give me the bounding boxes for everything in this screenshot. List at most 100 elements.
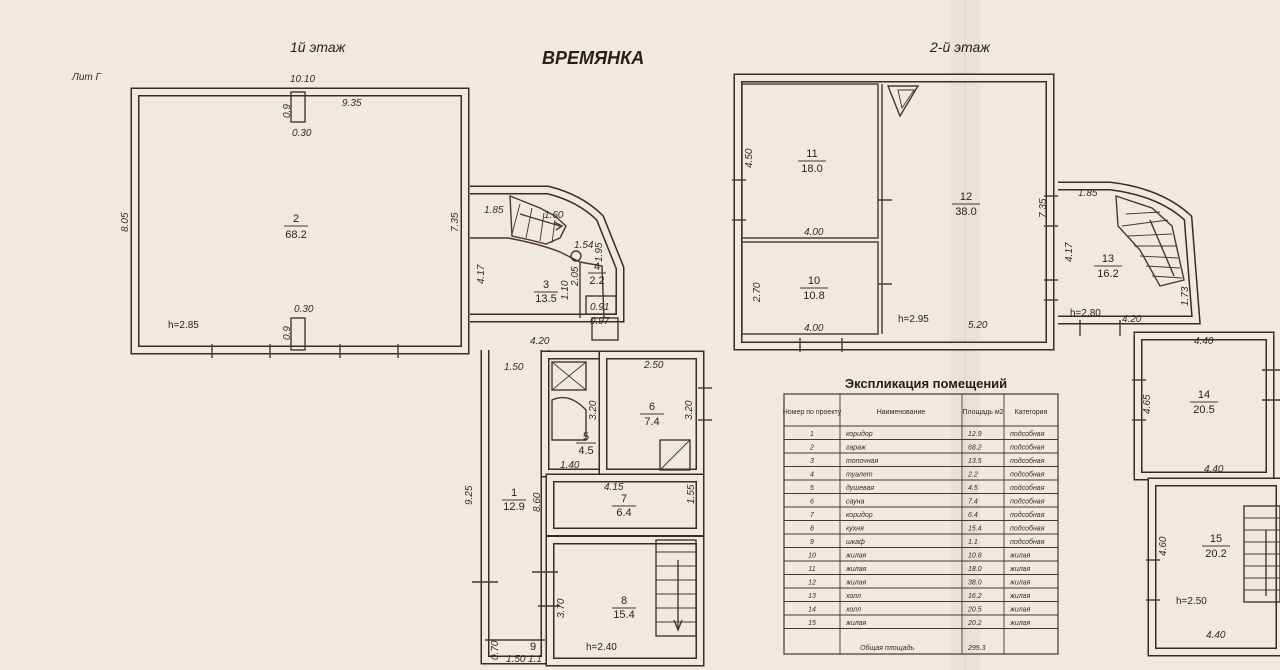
- dim-bath-w: 1.40: [560, 460, 580, 471]
- total-value: 295.3: [967, 645, 986, 652]
- height-room13: h=2.80: [1070, 308, 1101, 319]
- table-cell: подсобная: [1010, 444, 1045, 452]
- table-cell: подсобная: [1010, 457, 1045, 465]
- height-room12: h=2.95: [898, 314, 929, 325]
- floor2-dimensions: 4.50 4.00 2.70 4.00 7.35 5.20 h=2.95 1.8…: [744, 148, 1226, 641]
- dim-r15-w: 4.40: [1206, 630, 1226, 641]
- dim-c4-c: 2.05: [570, 266, 581, 287]
- svg-text:12: 12: [960, 191, 972, 203]
- svg-text:68.2: 68.2: [285, 229, 306, 241]
- room-13-label: 13 16.2: [1094, 253, 1122, 280]
- table-cell: подсобная: [1010, 538, 1045, 546]
- dim-r10-w: 4.00: [804, 323, 824, 334]
- dim-r14-w2: 4.40: [1204, 464, 1224, 475]
- room-2-label: 2 68.2: [284, 213, 308, 241]
- table-cell: подсобная: [1010, 484, 1045, 492]
- table-cell: 12.9: [968, 431, 982, 438]
- table-cell: 7.4: [968, 499, 978, 506]
- floor1-dimensions: 10.10 9.35 8.05 7.35 0.9 0.30 0.9 0.30 h…: [120, 74, 697, 665]
- table-cell: 6.4: [968, 512, 978, 519]
- svg-text:18.0: 18.0: [801, 163, 822, 175]
- svg-text:14: 14: [1198, 389, 1210, 401]
- svg-text:11: 11: [806, 148, 817, 160]
- table-cell: душевая: [846, 484, 874, 492]
- table-cell: 11: [808, 566, 815, 573]
- dim-c7-w: 4.15: [604, 482, 624, 493]
- room-1-label: 1 12.9: [502, 487, 526, 513]
- table-cell: жилая: [845, 580, 867, 587]
- table-cell: жилая: [1009, 566, 1031, 573]
- dim-inner-top: 9.35: [342, 98, 362, 109]
- table-cell: жилая: [1009, 593, 1031, 600]
- table-cell: 7: [810, 512, 815, 519]
- table-cell: жилая: [1009, 607, 1031, 614]
- table-cell: туалет: [846, 472, 873, 479]
- svg-text:5: 5: [583, 431, 589, 443]
- floor1-label: 1й этаж: [290, 39, 347, 55]
- svg-text:10: 10: [808, 275, 820, 287]
- table-cell: 18.0: [968, 566, 982, 573]
- table-cell: жилая: [1009, 620, 1031, 627]
- dim-r13-top: 1.85: [1078, 188, 1098, 199]
- dim-r13-bottom: 4.20: [1122, 314, 1142, 325]
- table-cell: 13: [808, 593, 816, 600]
- svg-text:15: 15: [1210, 533, 1222, 545]
- dim-r11-w: 4.00: [804, 227, 824, 238]
- dim-corridor-h2: 8.60: [532, 492, 543, 512]
- svg-text:9: 9: [530, 641, 536, 653]
- svg-text:4.5: 4.5: [578, 445, 593, 457]
- dim-c7-h: 1.55: [686, 484, 697, 504]
- room-9-label: 9: [530, 641, 536, 653]
- table-cell: подсобная: [1010, 498, 1045, 506]
- svg-text:20.5: 20.5: [1193, 404, 1214, 416]
- table-cell: холл: [845, 607, 861, 614]
- table-cell: 15: [808, 620, 816, 627]
- height-room15: h=2.50: [1176, 596, 1207, 607]
- svg-text:8: 8: [621, 595, 627, 607]
- dim-kitchen-h: 3.70: [556, 598, 567, 618]
- table-cell: 20.5: [967, 607, 982, 614]
- svg-text:12.9: 12.9: [503, 501, 524, 513]
- dim-corridor-w: 1.50: [504, 362, 524, 373]
- header-category: Категория: [1015, 409, 1048, 416]
- floor1-rooms: 2 68.2 3 13.5 4 2.2 1 12.9 5 4.5 6 7.4: [284, 213, 664, 653]
- table-cell: 8: [810, 526, 814, 533]
- table-cell: жилая: [845, 553, 867, 560]
- table-cell: 15.4: [968, 526, 982, 533]
- dim-r13-right: 1.73: [1180, 286, 1191, 306]
- dim-r14-w: 4.40: [1194, 336, 1214, 347]
- table-cell: 3: [810, 458, 814, 465]
- dim-r14-h: 4.65: [1142, 394, 1153, 414]
- explication-table: Экспликация помещений Номер по проекту Н…: [783, 376, 1059, 655]
- dim-c4-a: 1.54: [574, 240, 594, 251]
- page-title: ВРЕМЯНКА: [542, 48, 644, 68]
- dim-c3-bottom: 4.20: [530, 336, 550, 347]
- dim-partition-top-w: 0.9: [282, 104, 293, 118]
- dim-partition-bot-d: 0.30: [294, 304, 314, 315]
- dim-c3-left: 4.17: [476, 264, 487, 284]
- table-cell: шкаф: [846, 539, 865, 546]
- table-cell: холл: [845, 593, 861, 600]
- table-cell: 20.2: [967, 620, 982, 627]
- floor2-walls: [732, 73, 1280, 657]
- dim-c9-b: 1.50: [506, 654, 526, 665]
- dim-c4-b: 1.95: [594, 242, 605, 262]
- dim-r12-w: 5.20: [968, 320, 988, 331]
- total-label: Общая площадь: [860, 644, 914, 652]
- table-cell: 1.1: [968, 539, 978, 546]
- svg-text:38.0: 38.0: [955, 206, 976, 218]
- table-cell: 4.5: [968, 485, 978, 492]
- svg-text:6: 6: [649, 401, 655, 413]
- table-cell: коридор: [846, 511, 873, 519]
- dim-partition-bot-w: 0.9: [282, 326, 293, 340]
- height-garage: h=2.85: [168, 320, 199, 331]
- svg-text:7: 7: [621, 493, 627, 505]
- svg-text:20.2: 20.2: [1205, 548, 1226, 560]
- svg-text:16.2: 16.2: [1097, 268, 1118, 280]
- dim-c4-d: 1.10: [560, 280, 571, 300]
- table-cell: подсобная: [1010, 430, 1045, 438]
- table-cell: 12: [808, 580, 816, 587]
- dim-c3-stair: 1.60: [544, 210, 564, 221]
